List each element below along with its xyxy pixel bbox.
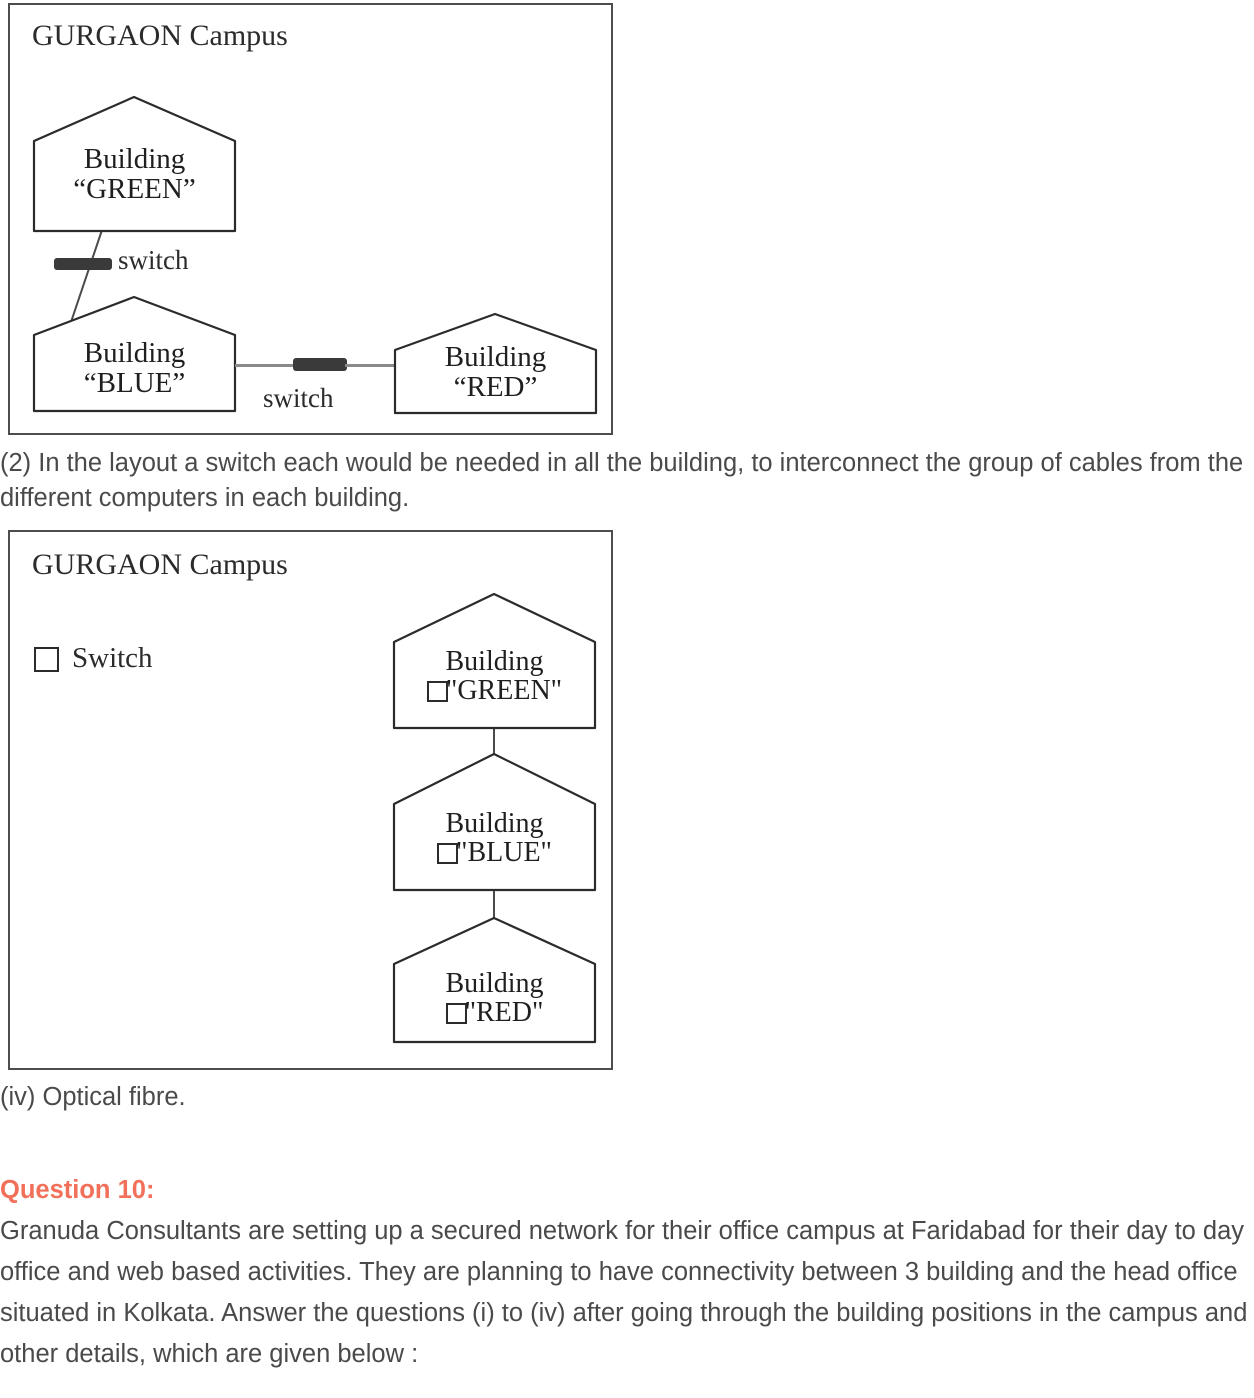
legend-switch-label: Switch xyxy=(72,642,153,674)
building-green-2-line2-wrap: "GREEN" xyxy=(392,674,597,706)
building-red-label: Building “RED” xyxy=(393,341,598,403)
building-red-2-line1: Building xyxy=(445,968,544,999)
building-blue-label: Building “BLUE” xyxy=(32,337,237,399)
building-blue-2-line1: Building xyxy=(445,808,544,839)
legend-switch-icon xyxy=(34,647,59,672)
diagram-gurgaon-campus-switches: GURGAON Campus Switch Building "GREEN" B… xyxy=(8,530,613,1070)
switch-device-green-blue xyxy=(54,258,112,270)
paragraph-two: (2) In the layout a switch each would be… xyxy=(0,449,1251,512)
building-red-2: Building "RED" xyxy=(392,914,597,1044)
building-green-line1: Building xyxy=(83,143,186,175)
building-red-2-line2: "RED" xyxy=(464,996,544,1028)
answer-iv: (iv) Optical fibre. xyxy=(0,1083,186,1111)
building-red: Building “RED” xyxy=(393,310,598,415)
building-blue: Building “BLUE” xyxy=(32,293,237,413)
cable-green-blue xyxy=(70,230,130,325)
switch-label-bottom: switch xyxy=(263,383,334,413)
building-blue-line1: Building xyxy=(83,337,186,369)
cable-switch-red xyxy=(345,364,395,367)
diagram-one-title: GURGAON Campus xyxy=(32,19,288,52)
building-green: Building “GREEN” xyxy=(32,93,237,233)
switch-icon-green xyxy=(426,680,448,702)
building-green-label: Building “GREEN” xyxy=(32,143,237,205)
building-green-2: Building "GREEN" xyxy=(392,590,597,730)
building-blue-2-label: Building "BLUE" xyxy=(392,808,597,868)
building-green-2-label: Building "GREEN" xyxy=(392,646,597,706)
diagram-two-title: GURGAON Campus xyxy=(32,548,288,581)
building-blue-2-line2: "BLUE" xyxy=(456,836,552,868)
building-red-line1: Building xyxy=(444,341,547,373)
building-green-2-line1: Building xyxy=(445,646,544,677)
switch-icon-blue xyxy=(437,842,459,864)
building-green-line2: “GREEN” xyxy=(73,172,196,205)
building-green-2-line2: "GREEN" xyxy=(445,674,563,706)
building-red-2-label: Building "RED" xyxy=(392,968,597,1028)
switch-device-blue-red xyxy=(293,358,347,371)
switch-label-top: switch xyxy=(118,245,189,275)
question-10-heading: Question 10: xyxy=(0,1176,155,1204)
building-red-2-line2-wrap: "RED" xyxy=(392,996,597,1028)
building-blue-2-line2-wrap: "BLUE" xyxy=(392,836,597,868)
cable-blue-switch xyxy=(235,364,295,367)
cable-blue-red-vertical xyxy=(493,889,495,944)
building-blue-line2: “BLUE” xyxy=(83,366,186,399)
building-red-line2: “RED” xyxy=(453,370,538,403)
building-blue-2: Building "BLUE" xyxy=(392,750,597,892)
diagram-gurgaon-campus-layout: GURGAON Campus Building “GREEN” switch B… xyxy=(8,3,613,435)
switch-icon-red xyxy=(445,1002,467,1024)
question-10-body: Granuda Consultants are setting up a sec… xyxy=(0,1217,1254,1368)
